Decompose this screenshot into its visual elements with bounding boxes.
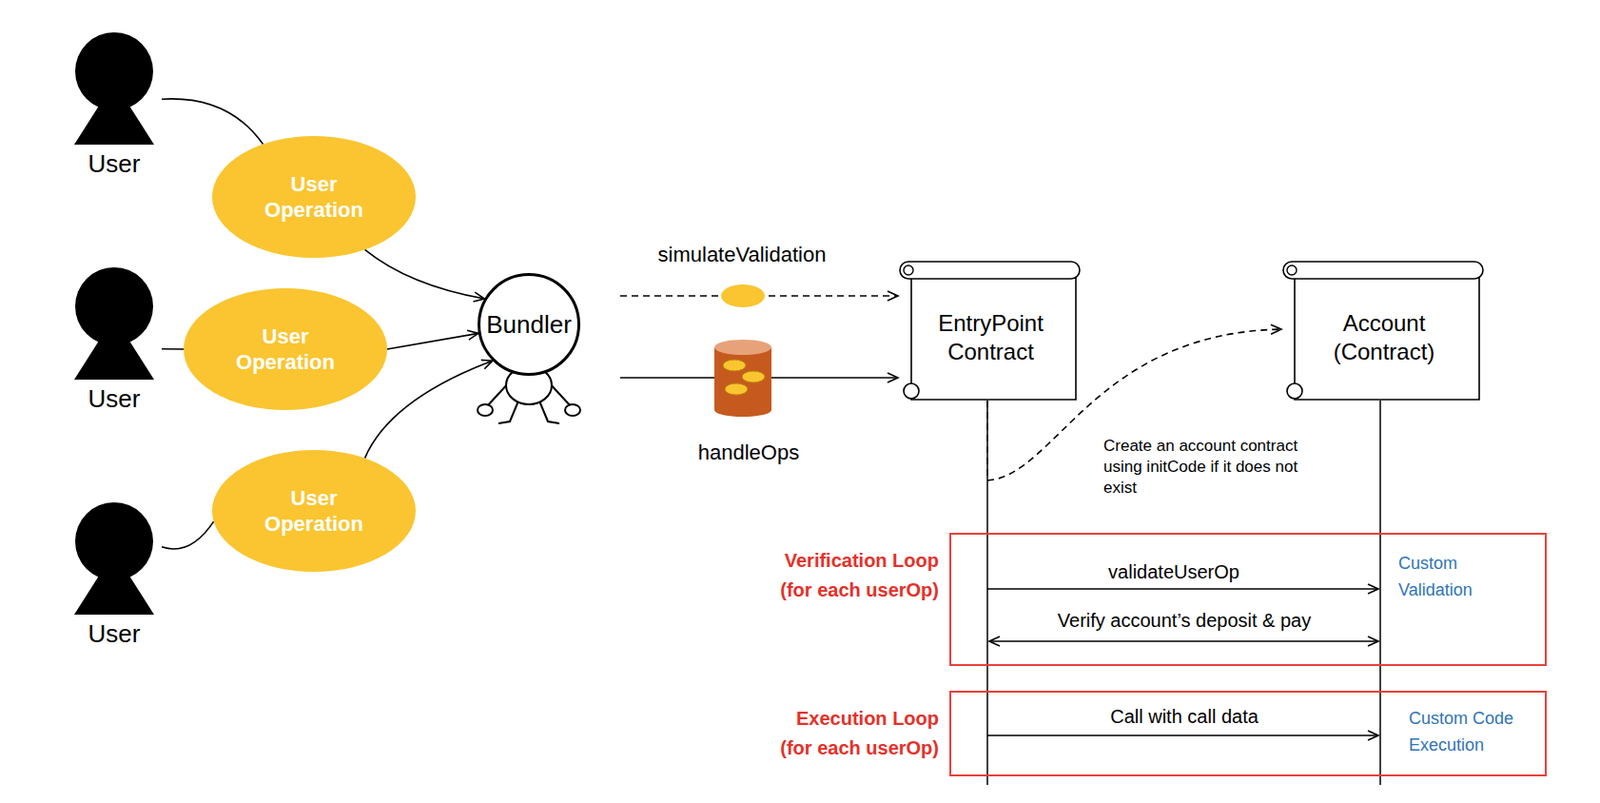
- flow-connector: [365, 360, 493, 458]
- loop-band: Verification Loop (for each userOp)Custo…: [949, 532, 1547, 666]
- user-figure: User: [66, 267, 162, 416]
- flow-connector: [387, 332, 479, 350]
- loop-note: Custom Code Execution: [1408, 704, 1523, 759]
- user-operation-ellipse: User Operation: [212, 449, 416, 572]
- user-icon: [66, 502, 162, 617]
- user-figure: User: [66, 502, 162, 651]
- message-label: Verify account’s deposit & pay: [1054, 608, 1314, 632]
- user-label: User: [88, 148, 141, 179]
- message-label: Call with call data: [1107, 704, 1262, 728]
- loop-heading: Verification Loop (for each userOp): [762, 546, 939, 605]
- user-operation-token: [721, 284, 765, 308]
- flow-connector: [161, 521, 215, 549]
- account-lifeline: [1379, 400, 1382, 785]
- message-arrow: [987, 587, 1379, 590]
- contract-label: Account (Contract): [1302, 309, 1466, 367]
- contract-label: EntryPoint Contract: [918, 309, 1063, 367]
- flow-connector: [161, 98, 264, 145]
- loop-note: Custom Validation: [1398, 549, 1513, 604]
- ellipse-shape: [212, 136, 416, 258]
- user-figure: User: [66, 32, 162, 181]
- user-icon: [66, 267, 162, 382]
- user-operation-ellipse: User Operation: [212, 136, 416, 258]
- entrypoint-lifeline: [986, 400, 989, 785]
- loop-heading: Execution Loop (for each userOp): [762, 703, 939, 763]
- operation-text: User Operation: [256, 485, 371, 537]
- message-label: validateUserOp: [1105, 560, 1243, 584]
- user-label: User: [88, 618, 141, 649]
- message-arrow: [989, 640, 1379, 643]
- edge-label: Create an account contract using initCod…: [1100, 435, 1326, 499]
- contract-scroll: EntryPoint Contract: [897, 260, 1082, 401]
- bundler-label: Bundler: [477, 310, 581, 339]
- bundle-barrel: [714, 339, 772, 417]
- ellipse-shape: [212, 449, 416, 572]
- edge-label: simulateValidation: [655, 242, 830, 268]
- bundler-figure: [448, 273, 621, 428]
- message-arrow: [987, 734, 1379, 737]
- user-label: User: [88, 383, 141, 414]
- edge-label: handleOps: [695, 440, 802, 466]
- ellipse-shape: [183, 288, 388, 410]
- operation-text: User Operation: [228, 323, 343, 375]
- operation-text: User Operation: [256, 171, 371, 223]
- flow-connector: [365, 249, 486, 299]
- flow-connector: [161, 348, 184, 351]
- bundler-circle: Bundler: [448, 273, 621, 428]
- contract-scroll: Account (Contract): [1281, 260, 1485, 401]
- user-icon: [66, 32, 162, 147]
- loop-band: Execution Loop (for each userOp)Custom C…: [949, 690, 1547, 777]
- user-operation-ellipse: User Operation: [183, 288, 388, 410]
